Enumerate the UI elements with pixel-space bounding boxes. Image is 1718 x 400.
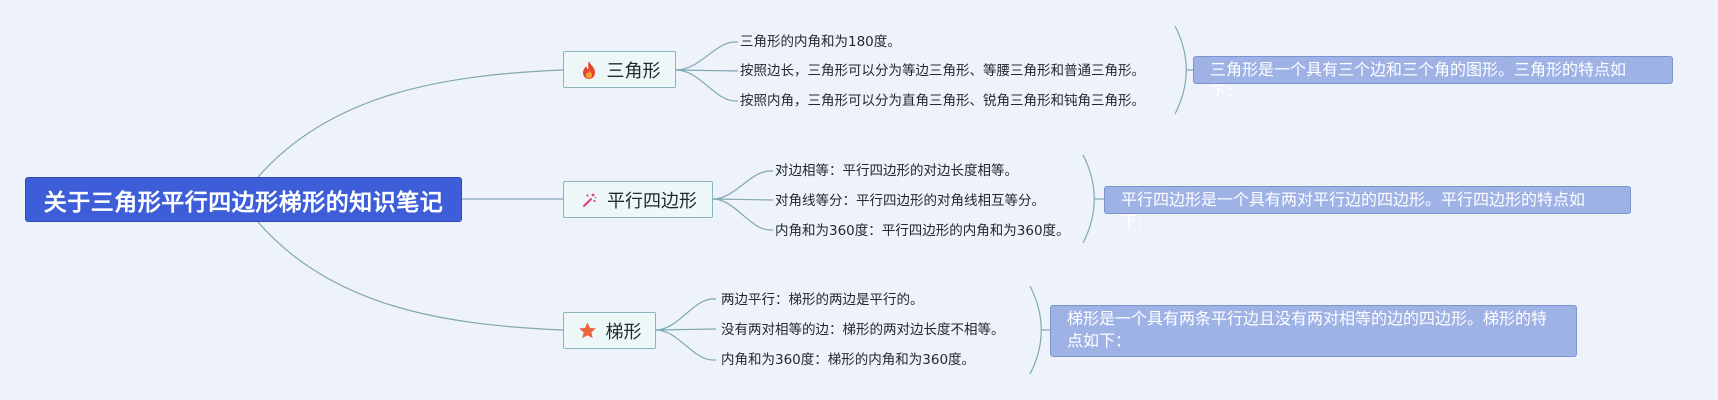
connector-root-triangle (257, 69, 564, 178)
summary-parallelogram[interactable]: 平行四边形是一个具有两对平行边的四边形。平行四边形的特点如下： (1104, 186, 1631, 231)
connector-parallelogram-item-1 (712, 170, 773, 200)
summary-triangle[interactable]: 三角形是一个具有三个边和三个角的图形。三角形的特点如下： (1193, 56, 1673, 101)
list-item[interactable]: 按照内角，三角形可以分为直角三角形、锐角三角形和钝角三角形。 (740, 93, 1145, 109)
brace-parallelogram (1082, 154, 1095, 244)
list-item[interactable]: 两边平行：梯形的两边是平行的。 (721, 292, 924, 308)
topic-label: 平行四边形 (607, 190, 697, 212)
brace-trapezoid (1029, 285, 1042, 375)
topic-label: 三角形 (606, 60, 661, 82)
root-topic[interactable]: 关于三角形平行四边形梯形的知识笔记 (25, 177, 462, 222)
topic-trapezoid[interactable]: 梯形 (563, 312, 656, 349)
summary-trapezoid[interactable]: 梯形是一个具有两条平行边且没有两对相等的边的四边形。梯形的特点如下： (1050, 305, 1577, 357)
star-icon (578, 321, 598, 341)
list-item[interactable]: 按照边长，三角形可以分为等边三角形、等腰三角形和普通三角形。 (740, 63, 1145, 79)
connector-parallelogram-item-3 (712, 198, 773, 231)
connector-root-trapezoid (257, 221, 564, 331)
brace-triangle (1174, 25, 1187, 115)
connector-trapezoid-item-3 (655, 329, 716, 361)
topic-label: 梯形 (605, 321, 642, 343)
topic-parallelogram[interactable]: 平行四边形 (563, 181, 713, 218)
list-item[interactable]: 内角和为360度：梯形的内角和为360度。 (721, 352, 976, 368)
sparkle-icon (579, 190, 599, 210)
list-item[interactable]: 内角和为360度：平行四边形的内角和为360度。 (775, 223, 1070, 239)
connector-parallelogram-item-2 (712, 198, 774, 201)
topic-triangle[interactable]: 三角形 (563, 51, 676, 88)
connector-trapezoid-item-2 (655, 328, 717, 331)
list-item[interactable]: 没有两对相等的边：梯形的两对边长度不相等。 (721, 322, 1005, 338)
list-item[interactable]: 对角线等分：平行四边形的对角线相互等分。 (775, 193, 1045, 209)
connector-triangle-item-3 (675, 69, 738, 102)
list-item[interactable]: 对边相等：平行四边形的对边长度相等。 (775, 163, 1018, 179)
connector-triangle-item-2 (675, 69, 739, 72)
list-item[interactable]: 三角形的内角和为180度。 (740, 34, 901, 50)
fire-icon (579, 60, 599, 80)
connector-trapezoid-item-1 (655, 298, 716, 331)
connector-triangle-item-1 (675, 41, 738, 71)
